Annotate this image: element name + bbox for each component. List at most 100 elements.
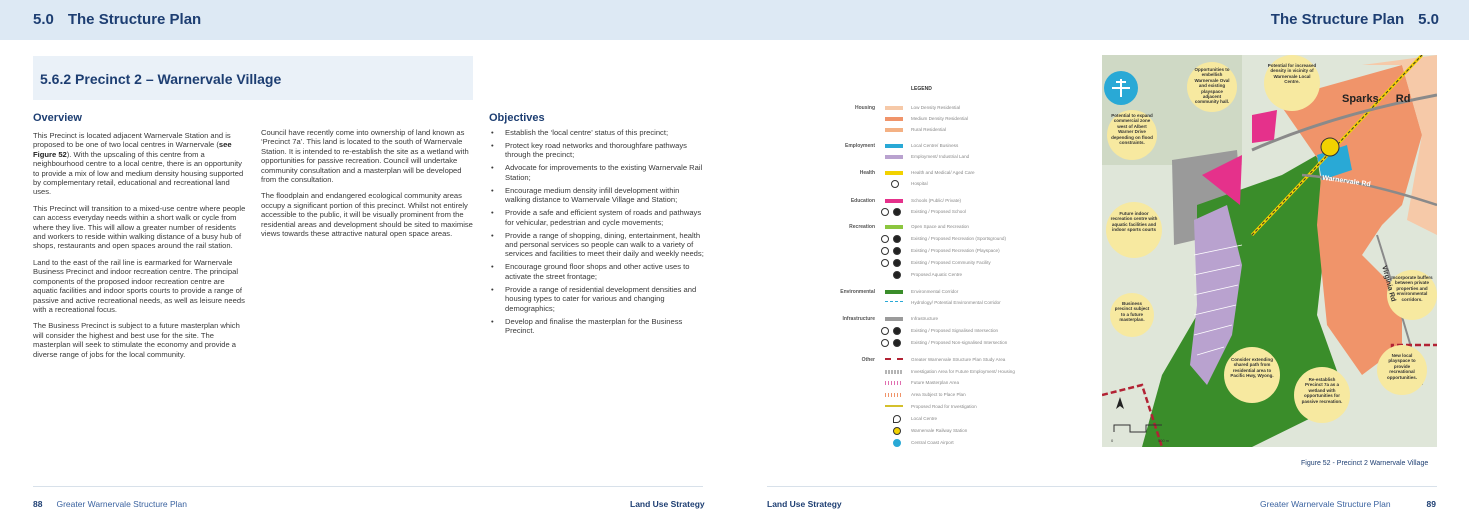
paragraph: The Business Precinct is subject to a fu… <box>33 321 240 359</box>
legend-row: Central Coast Airport <box>825 439 1095 449</box>
legend-swatch <box>885 199 903 203</box>
list-item: Establish the ‘local centre’ status of t… <box>489 128 704 138</box>
community-facility-icon <box>893 259 901 267</box>
section-title: The Structure Plan <box>1270 11 1405 28</box>
legend-label: Employment/ Industrial Land <box>911 154 970 159</box>
warnervale-road <box>1301 173 1437 207</box>
list-item: Develop and finalise the masterplan for … <box>489 317 704 336</box>
callout-bubble <box>1187 62 1237 112</box>
school-icon <box>893 208 901 216</box>
signal-icon <box>881 327 889 335</box>
school-icon <box>881 208 889 216</box>
legend-category: Education <box>850 198 875 204</box>
callout-text: Consider extending shared path from resi… <box>1230 357 1274 379</box>
overview-heading: Overview <box>33 112 82 124</box>
footer-right: Greater Warnervale Structure Plan 89 <box>1260 499 1436 509</box>
legend-label: Central Coast Airport <box>911 440 954 445</box>
list-item: Encourage ground floor shops and other a… <box>489 262 704 281</box>
legend-row: Local Centre <box>825 415 1095 425</box>
road-label-sparks: Sparks Rd <box>1342 93 1411 105</box>
paragraph: Land to the east of the rail line is ear… <box>33 257 245 314</box>
legend-swatch <box>885 405 903 407</box>
legend-label: Existing / Proposed Non-signalised Inter… <box>911 340 1008 345</box>
overview-column-2: Council have recently come into ownershi… <box>261 128 477 245</box>
railway-line <box>1251 55 1423 236</box>
legend-row: Existing / Proposed Signalised Intersect… <box>825 327 1095 337</box>
legend-label: Environmental Corridor <box>911 289 959 294</box>
legend-row: Recreation Open Space and Recreation <box>825 223 1095 233</box>
map-graphic <box>1102 55 1437 447</box>
section-title: The Structure Plan <box>67 11 202 28</box>
train-icon <box>893 427 901 435</box>
legend-label: Rural Residential <box>911 127 946 132</box>
sportsground-icon <box>881 235 889 243</box>
footer-chapter-right: Land Use Strategy <box>767 499 842 509</box>
legend-label: Warnervale Railway Station <box>911 428 968 433</box>
legend-label: Infrastructure <box>911 316 939 321</box>
legend-swatch <box>885 128 903 132</box>
legend-title: LEGEND <box>911 86 932 92</box>
legend-label: Medium Density Residential <box>911 116 968 121</box>
legend-category: Environmental <box>840 289 875 295</box>
footer-rule-left <box>33 486 703 487</box>
objectives-heading: Objectives <box>489 112 545 124</box>
legend-label: Open Space and Recreation <box>911 224 969 229</box>
legend-swatch <box>885 301 903 302</box>
sportsground-icon <box>893 235 901 243</box>
legend-label: Hydrology/ Potential Environmental Corri… <box>911 300 1001 305</box>
legend-swatch <box>885 290 903 294</box>
hatch-lines <box>1193 244 1243 356</box>
callout-text: Re-establish Precinct 7a as a wetland wi… <box>1301 377 1343 404</box>
legend-label: Health and Medical/ Aged Care <box>911 170 975 175</box>
legend-row: Existing / Proposed Recreation (Sportsgr… <box>825 235 1095 245</box>
legend-category: Recreation <box>849 224 875 230</box>
figure-caption: Figure 52 - Precinct 2 Warnervale Villag… <box>1301 460 1429 467</box>
callout-bubble <box>1224 347 1280 403</box>
legend-label: Area Subject to Place Plan <box>911 392 966 397</box>
callout-text: Potential to expand commercial zone west… <box>1111 113 1153 146</box>
school-area <box>1202 155 1242 205</box>
legend-label: Future Masterplan Area <box>911 380 960 385</box>
list-item: Provide a range of residential developme… <box>489 285 704 313</box>
callout-bubble <box>1106 202 1162 258</box>
legend-label: Existing / Proposed Community Facility <box>911 260 991 265</box>
legend-row: Future Masterplan Area <box>825 379 1095 389</box>
legend-row: Environmental Environmental Corridor <box>825 288 1095 298</box>
page-title-box: 5.6.2 Precinct 2 – Warnervale Village <box>33 56 473 100</box>
playspace-icon <box>881 247 889 255</box>
footer-doc-title: Greater Warnervale Structure Plan <box>1260 499 1391 509</box>
page-title: 5.6.2 Precinct 2 – Warnervale Village <box>40 71 282 87</box>
legend-label: Greater Warnervale Structure Plan Study … <box>911 357 1006 362</box>
legend-swatch <box>885 225 903 229</box>
sparks-road <box>1251 93 1437 152</box>
legend-label: Investigation Area for Future Employment… <box>911 369 1015 374</box>
paragraph: This Precinct is located adjacent Warner… <box>33 131 244 197</box>
school-area <box>1252 110 1277 143</box>
train-icon <box>1320 137 1340 157</box>
airport-plane-glyph <box>1112 79 1130 97</box>
legend-swatch <box>885 171 903 175</box>
scale-bar <box>1113 424 1162 433</box>
legend-swatch <box>885 393 903 397</box>
aquatic-centre-icon <box>893 271 901 279</box>
callout-text: New local playspace to provide recreatio… <box>1387 353 1417 380</box>
callout-text: Future indoor recreation centre with aqu… <box>1110 211 1158 233</box>
callout-text: Business precinct subject to a future ma… <box>1114 301 1150 323</box>
list-item: Encourage medium density infill developm… <box>489 186 704 205</box>
page-number: 89 <box>1426 499 1437 509</box>
location-pin-icon <box>893 415 901 423</box>
page-number: 88 <box>33 499 43 509</box>
paragraph: Council have recently come into ownershi… <box>261 128 469 185</box>
legend-row: Investigation Area for Future Employment… <box>825 368 1095 378</box>
legend-row: Hydrology/ Potential Environmental Corri… <box>825 299 1095 309</box>
legend-row: Employment/ Industrial Land <box>825 153 1095 163</box>
study-area-boundary <box>1102 383 1164 447</box>
signal-icon <box>893 327 901 335</box>
medium-density-residential <box>1277 65 1422 375</box>
